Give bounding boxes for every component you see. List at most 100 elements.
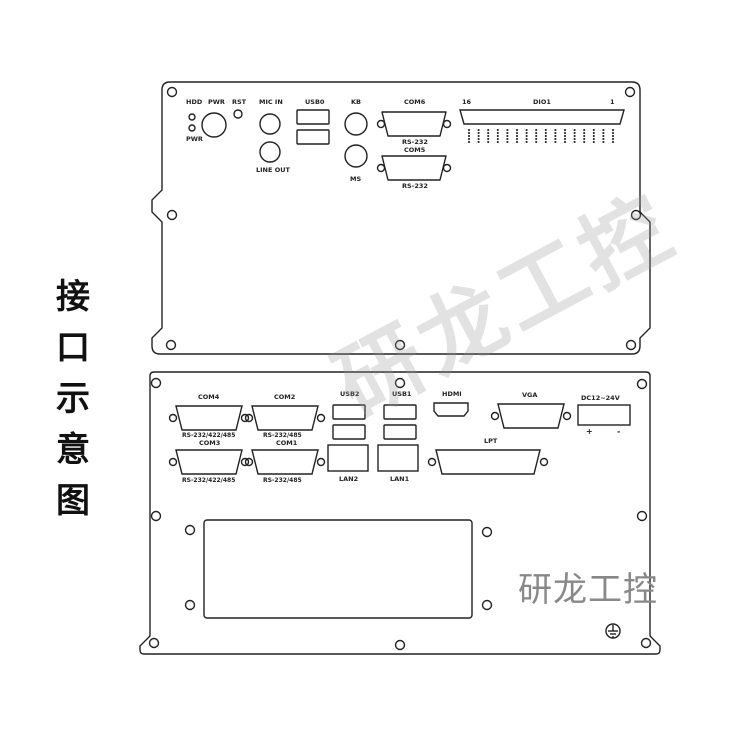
bottom-mounting-holes: [148, 377, 652, 651]
side-title: 接 口 示 意 图: [48, 272, 98, 527]
com3-screw: [168, 457, 178, 467]
kb-port: [344, 112, 368, 136]
dio-pin-markings: [468, 129, 614, 143]
com5-screw: [442, 163, 452, 173]
vga-port: [497, 403, 565, 429]
com2-port: [251, 405, 319, 431]
com5-port: [381, 155, 447, 181]
com6-type: RS-232: [402, 138, 428, 146]
hdd-led: [188, 113, 196, 121]
com3-label: COM3: [199, 439, 220, 447]
side-title-char: 意: [56, 430, 90, 470]
usb2-port-2: [332, 424, 366, 440]
ms-label: MS: [350, 175, 361, 183]
side-title-char: 图: [56, 481, 90, 521]
usb1-label: USB1: [392, 390, 412, 398]
dio-pin16-label: 16: [462, 98, 472, 106]
bottom-panel-outline: [139, 371, 661, 655]
power-button: [201, 112, 227, 138]
com4-screw: [240, 413, 250, 423]
lpt-screw: [427, 457, 437, 467]
usb0-port-1: [296, 109, 330, 125]
expansion-plate: [203, 519, 473, 619]
com6-screw: [442, 119, 452, 129]
com1-screw: [316, 457, 326, 467]
com4-label: COM4: [198, 393, 220, 401]
dio1-connector: [459, 109, 625, 125]
hdmi-port: [433, 402, 469, 417]
mic-in-jack: [259, 113, 281, 135]
com4-type: RS-232/422/485: [182, 432, 235, 439]
line-out-jack: [259, 141, 281, 163]
mount-hole: [481, 599, 493, 611]
top-mounting-holes: [165, 86, 642, 351]
mount-hole: [166, 209, 178, 221]
com6-screw: [376, 119, 386, 129]
com2-screw: [316, 413, 326, 423]
com2-type: RS-232/485: [263, 432, 302, 439]
com3-port: [175, 449, 243, 475]
side-title-char: 口: [56, 328, 90, 368]
mount-hole: [636, 378, 648, 390]
com5-label: COM5: [404, 146, 426, 154]
mount-hole: [394, 639, 406, 651]
mount-hole: [150, 510, 162, 522]
lpt-port: [435, 449, 541, 475]
com3-type: RS-232/422/485: [182, 477, 235, 484]
lan1-label: LAN1: [390, 475, 410, 483]
dc-input-terminal: [577, 404, 631, 426]
power-led: [188, 124, 196, 132]
top-panel-outline: [151, 81, 651, 355]
mount-hole: [394, 339, 406, 351]
com6-label: COM6: [404, 98, 426, 106]
lan2-port: [327, 444, 369, 472]
dc-plus-label: +: [586, 427, 593, 436]
com1-type: RS-232/485: [263, 477, 302, 484]
mount-hole: [640, 637, 652, 649]
usb2-port-1: [332, 404, 366, 420]
usb1-port-2: [383, 424, 417, 440]
com2-screw: [244, 413, 254, 423]
ground-icon: [605, 623, 621, 639]
com2-label: COM2: [274, 393, 295, 401]
com4-port: [175, 405, 243, 431]
mount-hole: [165, 339, 177, 351]
com3-screw: [240, 457, 250, 467]
vga-screw: [490, 411, 500, 421]
mount-hole: [184, 524, 196, 536]
reset-button: [233, 109, 243, 119]
com1-port: [251, 449, 319, 475]
mount-hole: [150, 377, 162, 389]
kb-label: KB: [351, 98, 361, 106]
top-panel: HDD PWR PWR RST MIC IN LINE OUT USB0 KB …: [151, 81, 651, 355]
lpt-label: LPT: [484, 437, 498, 445]
side-title-char: 示: [56, 379, 90, 419]
usb1-port-1: [383, 404, 417, 420]
dio-pin1-label: 1: [610, 98, 615, 106]
reset-label: RST: [232, 98, 247, 106]
mount-hole: [625, 339, 637, 351]
mount-hole: [394, 377, 406, 389]
hdmi-label: HDMI: [442, 390, 462, 398]
power-button-label: PWR: [208, 98, 225, 106]
com1-screw: [244, 457, 254, 467]
com5-type: RS-232: [402, 182, 428, 190]
line-out-label: LINE OUT: [256, 166, 291, 174]
vga-screw: [562, 411, 572, 421]
mount-hole: [184, 599, 196, 611]
com5-screw: [376, 163, 386, 173]
dc-input-label: DC12~24V: [581, 394, 620, 402]
com1-label: COM1: [276, 439, 298, 447]
mount-hole: [636, 510, 648, 522]
power-led-label: PWR: [186, 135, 203, 143]
hdd-label: HDD: [186, 98, 203, 106]
side-title-char: 接: [56, 277, 90, 317]
lan2-label: LAN2: [339, 475, 358, 483]
mount-hole: [630, 209, 642, 221]
com6-port: [381, 111, 447, 137]
vga-label: VGA: [522, 391, 537, 399]
dio1-label: DIO1: [533, 98, 551, 106]
lan1-port: [377, 444, 419, 472]
usb0-port-2: [296, 129, 330, 145]
